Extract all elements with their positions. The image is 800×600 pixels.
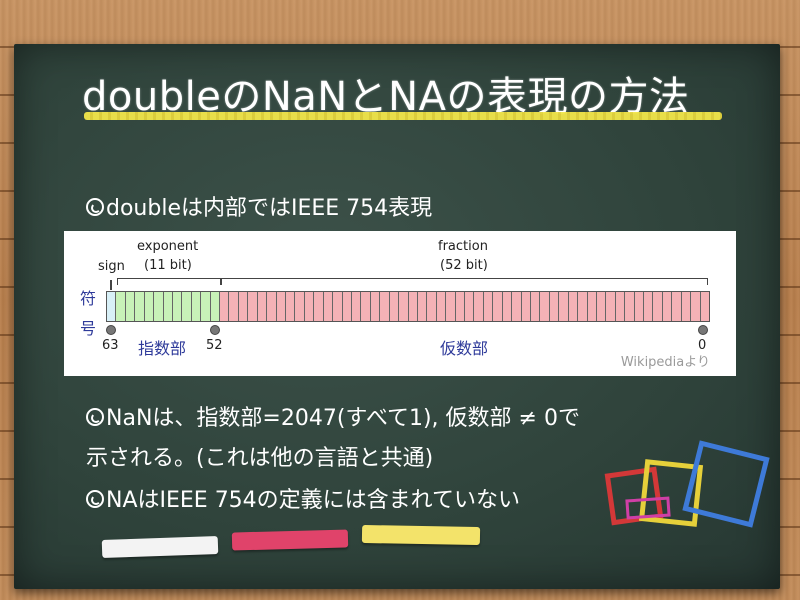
fraction-bracket	[221, 278, 708, 285]
fraction-bit	[455, 292, 466, 321]
fraction-bit	[672, 292, 682, 321]
bullet-2-continued: 示される。(これは他の言語と共通)	[86, 446, 434, 471]
fraction-bit	[540, 292, 550, 321]
title-underline	[84, 112, 722, 120]
fraction-bits-label: (52 bit)	[440, 258, 488, 273]
fraction-bit	[389, 292, 400, 321]
fraction-bit	[662, 292, 673, 321]
fraction-bit	[615, 292, 626, 321]
fraction-bit	[465, 292, 475, 321]
source-credit: Wikipediaより	[620, 355, 710, 370]
exponent-bit	[182, 292, 192, 321]
fraction-bit	[295, 292, 305, 321]
bit-0-marker	[698, 325, 708, 335]
exponent-bit	[163, 292, 173, 321]
exponent-bit	[191, 292, 202, 321]
sign-bit	[107, 292, 117, 321]
exponent-bit	[116, 292, 126, 321]
fraction-bit	[399, 292, 409, 321]
exponent-bit	[144, 292, 155, 321]
fraction-bit	[229, 292, 239, 321]
jp-sign-label-2: 号	[80, 319, 97, 338]
jp-exponent-label: 指数部	[138, 339, 187, 358]
pink-chalk	[231, 529, 349, 551]
fraction-bit	[314, 292, 324, 321]
bit-52-marker	[210, 325, 220, 335]
fraction-bit	[681, 292, 692, 321]
fraction-bit	[238, 292, 249, 321]
fraction-bit	[644, 292, 654, 321]
fraction-bit	[286, 292, 296, 321]
bit-52-label: 52	[206, 338, 223, 353]
fraction-bit	[333, 292, 343, 321]
exponent-label: exponent	[137, 239, 199, 254]
bullet-swirl-icon	[86, 198, 104, 216]
exponent-bit	[135, 292, 145, 321]
fraction-bit	[323, 292, 334, 321]
bit-strip	[106, 291, 710, 322]
fraction-bit	[625, 292, 635, 321]
exponent-bit	[201, 292, 211, 321]
bit-63-label: 63	[102, 338, 119, 353]
fraction-bit	[248, 292, 258, 321]
sign-bracket	[110, 280, 112, 290]
fraction-bit	[408, 292, 418, 321]
bullet-swirl-icon	[86, 408, 104, 426]
fraction-bit	[417, 292, 428, 321]
fraction-bit	[596, 292, 607, 321]
ieee754-figure: sign exponent (11 bit) fraction (52 bit)…	[64, 231, 736, 376]
fraction-bit	[474, 292, 484, 321]
exponent-bracket	[117, 278, 221, 285]
fraction-bit	[559, 292, 569, 321]
bullet-swirl-icon	[86, 490, 104, 508]
fraction-bit	[502, 292, 513, 321]
fraction-bit	[700, 292, 709, 321]
fraction-bit	[587, 292, 597, 321]
bullet-2: NaNは、指数部=2047(すべて1), 仮数部 ≠ 0で	[86, 400, 580, 432]
bullet-3-text: NAはIEEE 754の定義には含まれていない	[106, 488, 521, 513]
fraction-bit	[530, 292, 541, 321]
fraction-bit	[220, 292, 230, 321]
fraction-bit	[370, 292, 381, 321]
fraction-bit	[257, 292, 268, 321]
bullet-1-text: doubleは内部ではIEEE 754表現	[106, 196, 433, 221]
fraction-bit	[436, 292, 447, 321]
fraction-bit	[578, 292, 588, 321]
bullet-1: doubleは内部ではIEEE 754表現	[86, 190, 432, 222]
magenta-stroke-doodle	[625, 496, 671, 520]
exponent-bit	[172, 292, 183, 321]
fraction-bit	[446, 292, 456, 321]
fraction-bit	[606, 292, 616, 321]
fraction-bit	[351, 292, 362, 321]
fraction-bit	[361, 292, 371, 321]
fraction-bit	[276, 292, 287, 321]
fraction-bit	[483, 292, 494, 321]
jp-sign-label-1: 符	[80, 289, 97, 308]
exponent-bit	[210, 292, 221, 321]
fraction-bit	[634, 292, 645, 321]
fraction-bit	[568, 292, 579, 321]
fraction-bit	[380, 292, 390, 321]
fraction-label: fraction	[438, 239, 488, 254]
exponent-bit	[154, 292, 164, 321]
fraction-bit	[691, 292, 701, 321]
fraction-bit	[304, 292, 315, 321]
fraction-bit	[521, 292, 531, 321]
exponent-bit	[125, 292, 136, 321]
fraction-bit	[493, 292, 503, 321]
bullet-2-text: NaNは、指数部=2047(すべて1), 仮数部 ≠ 0で	[106, 406, 580, 431]
fraction-bit	[342, 292, 352, 321]
sign-label: sign	[98, 259, 125, 274]
bit-63-marker	[106, 325, 116, 335]
fraction-bit	[427, 292, 437, 321]
fraction-bit	[512, 292, 522, 321]
fraction-bit	[549, 292, 560, 321]
yellow-chalk	[361, 524, 481, 546]
bit-0-label: 0	[698, 338, 707, 353]
jp-fraction-label: 仮数部	[440, 339, 489, 358]
fraction-bit	[653, 292, 663, 321]
exponent-bits-label: (11 bit)	[144, 258, 192, 273]
bullet-3: NAはIEEE 754の定義には含まれていない	[86, 482, 520, 514]
fraction-bit	[267, 292, 277, 321]
